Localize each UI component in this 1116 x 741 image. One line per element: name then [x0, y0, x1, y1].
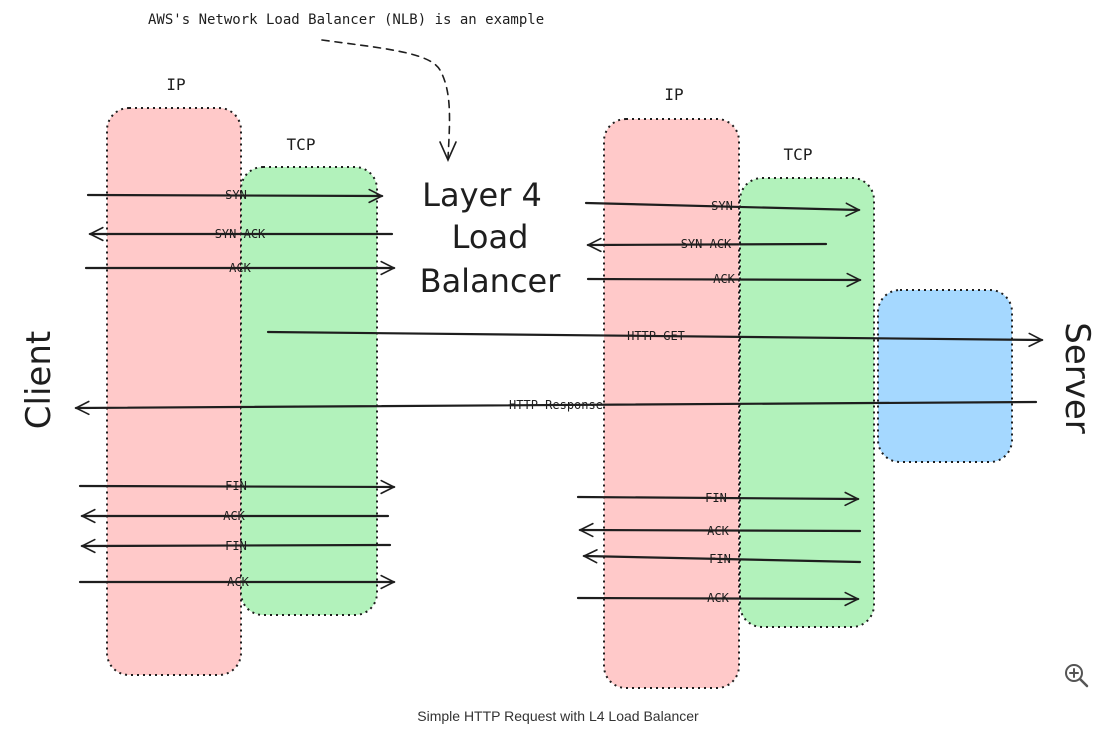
figure-caption: Simple HTTP Request with L4 Load Balance… [417, 708, 699, 724]
annotation-text: AWS's Network Load Balancer (NLB) is an … [148, 12, 544, 28]
lb-label-line-1: Layer 4 [422, 176, 542, 214]
lb-label-line-2: Load [452, 218, 529, 256]
left-msg-syn-ack: SYN-ACK [215, 227, 266, 241]
server-label: Server [1057, 322, 1097, 434]
http-response-label: HTTP Response [509, 398, 603, 412]
left-msg-ack-out: ACK [227, 575, 249, 589]
left-ip-label: IP [166, 75, 185, 94]
left-msg-ack-in: ACK [223, 509, 245, 523]
right-arrow-ack-in [580, 530, 862, 531]
right-arrow-fin-in [584, 556, 862, 562]
lb-label-line-3: Balancer [420, 262, 562, 300]
left-arrow-fin-in [82, 545, 392, 546]
right-msg-fin-out: FIN [705, 491, 727, 505]
left-tcp-layer [240, 166, 378, 616]
server-box [877, 289, 1013, 463]
right-msg-syn: SYN [711, 199, 733, 213]
right-tcp-label: TCP [784, 145, 813, 164]
right-msg-syn-ack: SYN-ACK [681, 237, 732, 251]
right-arrow-ack [586, 279, 860, 280]
left-ip-layer [106, 107, 242, 676]
right-msg-ack: ACK [713, 272, 735, 286]
left-msg-syn: SYN [225, 188, 247, 202]
zoom-button[interactable] [1062, 661, 1090, 689]
right-arrow-ack-out [576, 598, 858, 599]
left-tcp-label: TCP [287, 135, 316, 154]
http-response-arrow [76, 402, 1038, 408]
http-get-label: HTTP GET [627, 329, 685, 343]
zoom-in-icon [1065, 664, 1089, 688]
left-msg-fin-in: FIN [225, 539, 247, 553]
right-msg-ack-in: ACK [707, 524, 729, 538]
right-arrow-syn-ack [588, 244, 828, 245]
left-arrow-fin-out [78, 486, 394, 487]
left-msg-ack: ACK [229, 261, 251, 275]
right-msg-fin-in: FIN [709, 552, 731, 566]
right-ip-label: IP [664, 85, 683, 104]
client-label: Client [19, 331, 59, 429]
annotation-arrowhead [439, 141, 457, 162]
right-msg-ack-out: ACK [707, 591, 729, 605]
left-arrow-syn [86, 195, 382, 196]
annotation-arrow [321, 39, 451, 159]
right-arrow-syn [584, 201, 859, 210]
left-msg-fin-out: FIN [225, 479, 247, 493]
right-arrow-fin-out [576, 497, 858, 499]
http-get-arrow [266, 330, 1042, 340]
